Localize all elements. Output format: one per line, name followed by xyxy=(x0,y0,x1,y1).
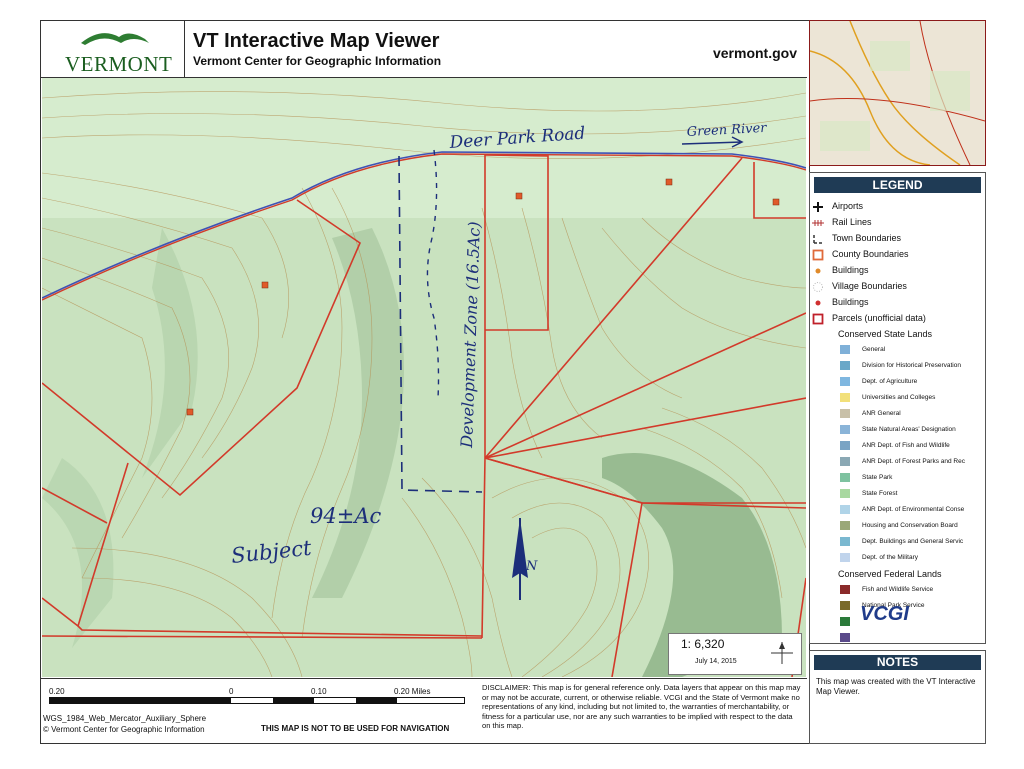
compass-icon xyxy=(771,642,793,664)
square-outline-icon xyxy=(812,313,824,325)
dot-icon xyxy=(812,265,822,275)
page-subtitle: Vermont Center for Geographic Informatio… xyxy=(193,54,442,68)
color-swatch xyxy=(840,537,850,546)
legend-item-label: Parcels (unofficial data) xyxy=(832,313,926,323)
contour-lines xyxy=(42,91,806,677)
square-outline-icon xyxy=(812,249,824,261)
header: VERMONT VT Interactive Map Viewer Vermon… xyxy=(41,21,807,78)
color-swatch xyxy=(840,585,850,594)
ridge-shade xyxy=(42,458,114,648)
legend-swatch-label: Dept. of Agriculture xyxy=(862,378,918,385)
legend-swatch-label: ANR Dept. of Environmental Conse xyxy=(862,506,965,513)
legend-swatch-label: State Natural Areas' Designation xyxy=(862,426,956,433)
legend-swatch-label: Housing and Conservation Board xyxy=(862,522,958,529)
legend-item-label: Airports xyxy=(832,201,864,211)
locator-map[interactable] xyxy=(809,20,986,166)
scale-ratio: 1: 6,320 xyxy=(681,637,725,651)
north-arrow-icon xyxy=(512,518,528,600)
legend-item-label: County Boundaries xyxy=(832,249,909,259)
color-swatch xyxy=(840,425,850,434)
site-link[interactable]: vermont.gov xyxy=(712,45,797,61)
legend-swatch-label: Universities and Colleges xyxy=(862,394,936,401)
color-swatch xyxy=(840,345,850,354)
building-markers xyxy=(186,178,780,416)
dashed-boundary-icon xyxy=(812,233,822,244)
dot-icon xyxy=(812,297,822,307)
arrow-right-icon xyxy=(681,136,744,148)
subject-area-label: 94±Ac xyxy=(310,504,381,528)
vermont-logo: VERMONT xyxy=(41,21,185,77)
navigation-warning: THIS MAP IS NOT TO BE USED FOR NAVIGATIO… xyxy=(261,724,450,733)
color-swatch xyxy=(840,441,850,450)
scale-bar xyxy=(49,697,465,704)
legend-swatch-label: ANR Dept. of Forest Parks and Rec xyxy=(862,458,965,465)
legend-title: LEGEND xyxy=(814,177,981,193)
copyright: © Vermont Center for Geographic Informat… xyxy=(43,725,205,734)
legend-swatch-label: State Forest xyxy=(862,490,898,497)
color-swatch xyxy=(840,601,850,610)
color-swatch xyxy=(840,473,850,482)
logo-text: VERMONT xyxy=(65,52,173,76)
legend-swatch-label: General xyxy=(862,346,886,353)
color-swatch xyxy=(840,553,850,562)
map-footer: 0.20 0 0.10 0.20 Miles WGS_1984_Web_Merc… xyxy=(41,678,807,743)
color-swatch xyxy=(840,409,850,418)
color-swatch xyxy=(840,489,850,498)
color-swatch xyxy=(840,617,850,626)
locator-map-graphic xyxy=(810,21,985,165)
notes-title: NOTES xyxy=(814,655,981,670)
projection-info: WGS_1984_Web_Mercator_Auxiliary_Sphere ©… xyxy=(43,713,206,735)
legend-item-label: Village Boundaries xyxy=(832,281,907,291)
disclaimer: DISCLAIMER: This map is for general refe… xyxy=(482,683,801,731)
topo-map[interactable]: Deer Park Road Green River Development Z… xyxy=(42,78,806,677)
parcel-boundaries xyxy=(42,154,806,677)
color-swatch xyxy=(840,457,850,466)
scale-label: 0.20 Miles xyxy=(394,687,431,696)
map-date: July 14, 2015 xyxy=(695,658,737,665)
notes-text: This map was created with the VT Interac… xyxy=(816,677,976,696)
scale-label: 0 xyxy=(229,687,234,696)
scale-label: 0.10 xyxy=(311,687,327,696)
legend-item-label: Town Boundaries xyxy=(832,233,902,243)
ridge-shade xyxy=(142,228,198,478)
page-title: VT Interactive Map Viewer xyxy=(193,30,440,52)
legend-item-label: Rail Lines xyxy=(832,217,872,227)
legend-swatch-label: Dept. of the Military xyxy=(862,554,918,561)
legend-swatch-label: Division for Historical Preservation xyxy=(862,362,961,369)
notes-panel: NOTES This map was created with the VT I… xyxy=(809,650,986,744)
legend-swatch-label: ANR Dept. of Fish and Wildlife xyxy=(862,442,950,449)
color-swatch xyxy=(840,633,850,642)
mountain-logo-icon xyxy=(81,33,149,45)
legend-item-label: Buildings xyxy=(832,265,869,275)
map-canvas[interactable]: Deer Park Road Green River Development Z… xyxy=(42,78,806,677)
legend-item-label: Buildings xyxy=(832,297,869,307)
ridge-shade xyxy=(312,228,404,598)
color-swatch xyxy=(840,521,850,530)
development-zone-boundary xyxy=(398,149,483,493)
ridge-shade xyxy=(602,453,782,677)
legend-swatch-label: National Park Service xyxy=(862,602,925,609)
scale-label: 0.20 xyxy=(49,687,65,696)
color-swatch xyxy=(840,377,850,386)
road-highlight xyxy=(42,151,806,299)
scale-box: 1: 6,320 July 14, 2015 xyxy=(668,633,802,675)
color-swatch xyxy=(840,393,850,402)
color-swatch xyxy=(840,361,850,370)
dotted-circle-icon xyxy=(812,281,823,292)
rail-icon xyxy=(812,217,824,227)
legend-swatch-label: State Park xyxy=(862,474,893,481)
legend-swatch-label: Fish and Wildlife Service xyxy=(862,586,934,593)
plus-icon xyxy=(812,201,823,212)
legend-swatch-label: Dept. Buildings and General Servic xyxy=(862,538,964,545)
color-swatch xyxy=(840,505,850,514)
direction-label: Green River xyxy=(686,121,767,140)
legend-swatch-label: ANR General xyxy=(862,410,901,417)
road-line xyxy=(42,153,806,301)
projection-name: WGS_1984_Web_Mercator_Auxiliary_Sphere xyxy=(43,714,207,723)
vcgi-badge: VCGI xyxy=(860,603,909,625)
north-label: N xyxy=(525,559,538,574)
